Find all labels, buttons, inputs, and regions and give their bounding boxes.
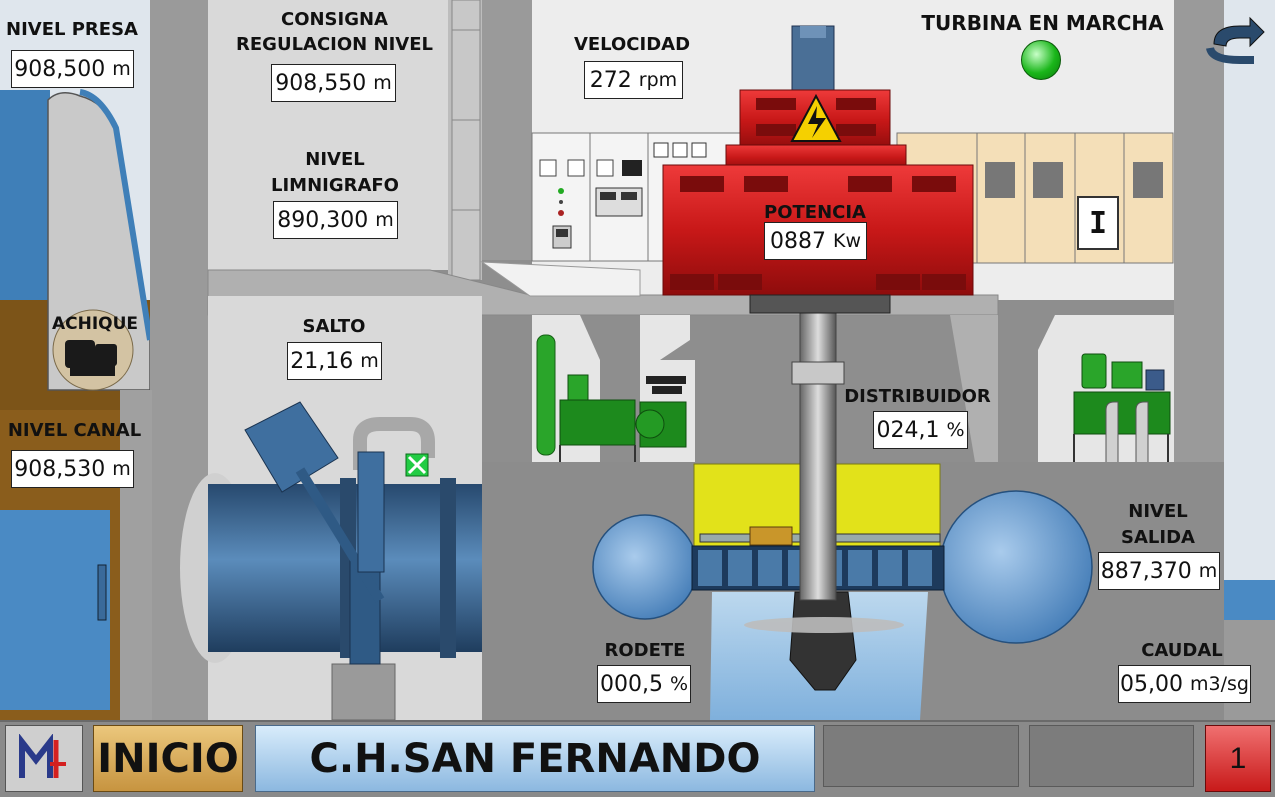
- velocidad-number: 272: [589, 67, 632, 93]
- caudal-value: 05,00 m3/sg: [1118, 665, 1251, 703]
- plant-title-banner: C.H.SAN FERNANDO: [255, 725, 815, 792]
- velocidad-label: VELOCIDAD: [573, 34, 691, 55]
- distribuidor-value: 024,1%: [873, 411, 968, 449]
- nivel-salida-label-line2: SALIDA: [1121, 527, 1195, 548]
- velocidad-value: 272 rpm: [584, 61, 683, 99]
- salto-value: 21,16 m: [287, 342, 382, 380]
- achique-pump[interactable]: [53, 310, 133, 390]
- nivel-salida-number: 887,370: [1100, 558, 1192, 584]
- company-logo[interactable]: [5, 725, 83, 792]
- company-logo-icon: [19, 733, 66, 778]
- distribuidor-label: DISTRIBUIDOR: [844, 386, 991, 407]
- potencia-number: 0887: [770, 228, 826, 254]
- cabinet-switch[interactable]: I: [1088, 205, 1108, 241]
- nivel-salida-label-line1: NIVEL: [1128, 501, 1188, 522]
- nivel-canal-number: 908,530: [14, 456, 106, 482]
- turbine-status-label: TURBINA EN MARCHA: [921, 11, 1164, 35]
- inicio-button[interactable]: INICIO: [93, 725, 243, 792]
- caudal-label: CAUDAL: [1141, 640, 1223, 661]
- consigna-label-line1: CONSIGNA: [280, 9, 388, 30]
- nivel-salida-unit: m: [1198, 560, 1218, 582]
- velocidad-unit: rpm: [638, 69, 678, 91]
- rodete-label: RODETE: [604, 640, 686, 661]
- consigna-number: 908,550: [275, 70, 367, 96]
- caudal-unit: m3/sg: [1190, 673, 1249, 695]
- limnigrafo-number: 890,300: [277, 207, 369, 233]
- caudal-number: 05,00: [1120, 671, 1183, 697]
- salto-label: SALTO: [302, 316, 366, 337]
- footer-blank-button-2[interactable]: [1029, 725, 1194, 787]
- rotate-view-icon[interactable]: [1204, 14, 1270, 66]
- nivel-canal-value: 908,530 m: [11, 450, 134, 488]
- nivel-presa-unit: m: [112, 58, 131, 80]
- potencia-unit: Kw: [833, 230, 861, 252]
- page-number-badge[interactable]: 1: [1205, 725, 1271, 792]
- potencia-label: POTENCIA: [764, 202, 866, 223]
- nivel-canal-unit: m: [112, 458, 131, 480]
- potencia-value: 0887 Kw: [764, 222, 867, 260]
- achique-label: ACHIQUE: [51, 314, 139, 334]
- nivel-presa-label: NIVEL PRESA: [6, 19, 138, 40]
- limnigrafo-value: 890,300 m: [273, 201, 398, 239]
- limnigrafo-label-line2: LIMNIGRAFO: [270, 175, 399, 196]
- nivel-presa-number: 908,500: [14, 56, 106, 82]
- distribuidor-number: 024,1: [876, 417, 940, 443]
- consigna-label-line2: REGULACION NIVEL: [236, 34, 433, 55]
- nivel-canal-label: NIVEL CANAL: [7, 420, 142, 441]
- salto-number: 21,16: [290, 348, 354, 374]
- consigna-unit: m: [373, 72, 392, 94]
- rodete-number: 000,5: [599, 671, 663, 697]
- limnigrafo-unit: m: [375, 209, 394, 231]
- nivel-presa-value: 908,500 m: [11, 50, 134, 88]
- rodete-unit: %: [669, 673, 689, 695]
- rodete-value: 000,5%: [597, 665, 691, 703]
- turbine-running-indicator: [1021, 40, 1061, 80]
- distribuidor-unit: %: [946, 419, 965, 441]
- consigna-value: 908,550 m: [271, 64, 396, 102]
- footer-blank-button-1[interactable]: [823, 725, 1019, 787]
- nivel-salida-value: 887,370 m: [1098, 552, 1220, 590]
- limnigrafo-label-line1: NIVEL: [305, 149, 365, 170]
- salto-unit: m: [360, 350, 379, 372]
